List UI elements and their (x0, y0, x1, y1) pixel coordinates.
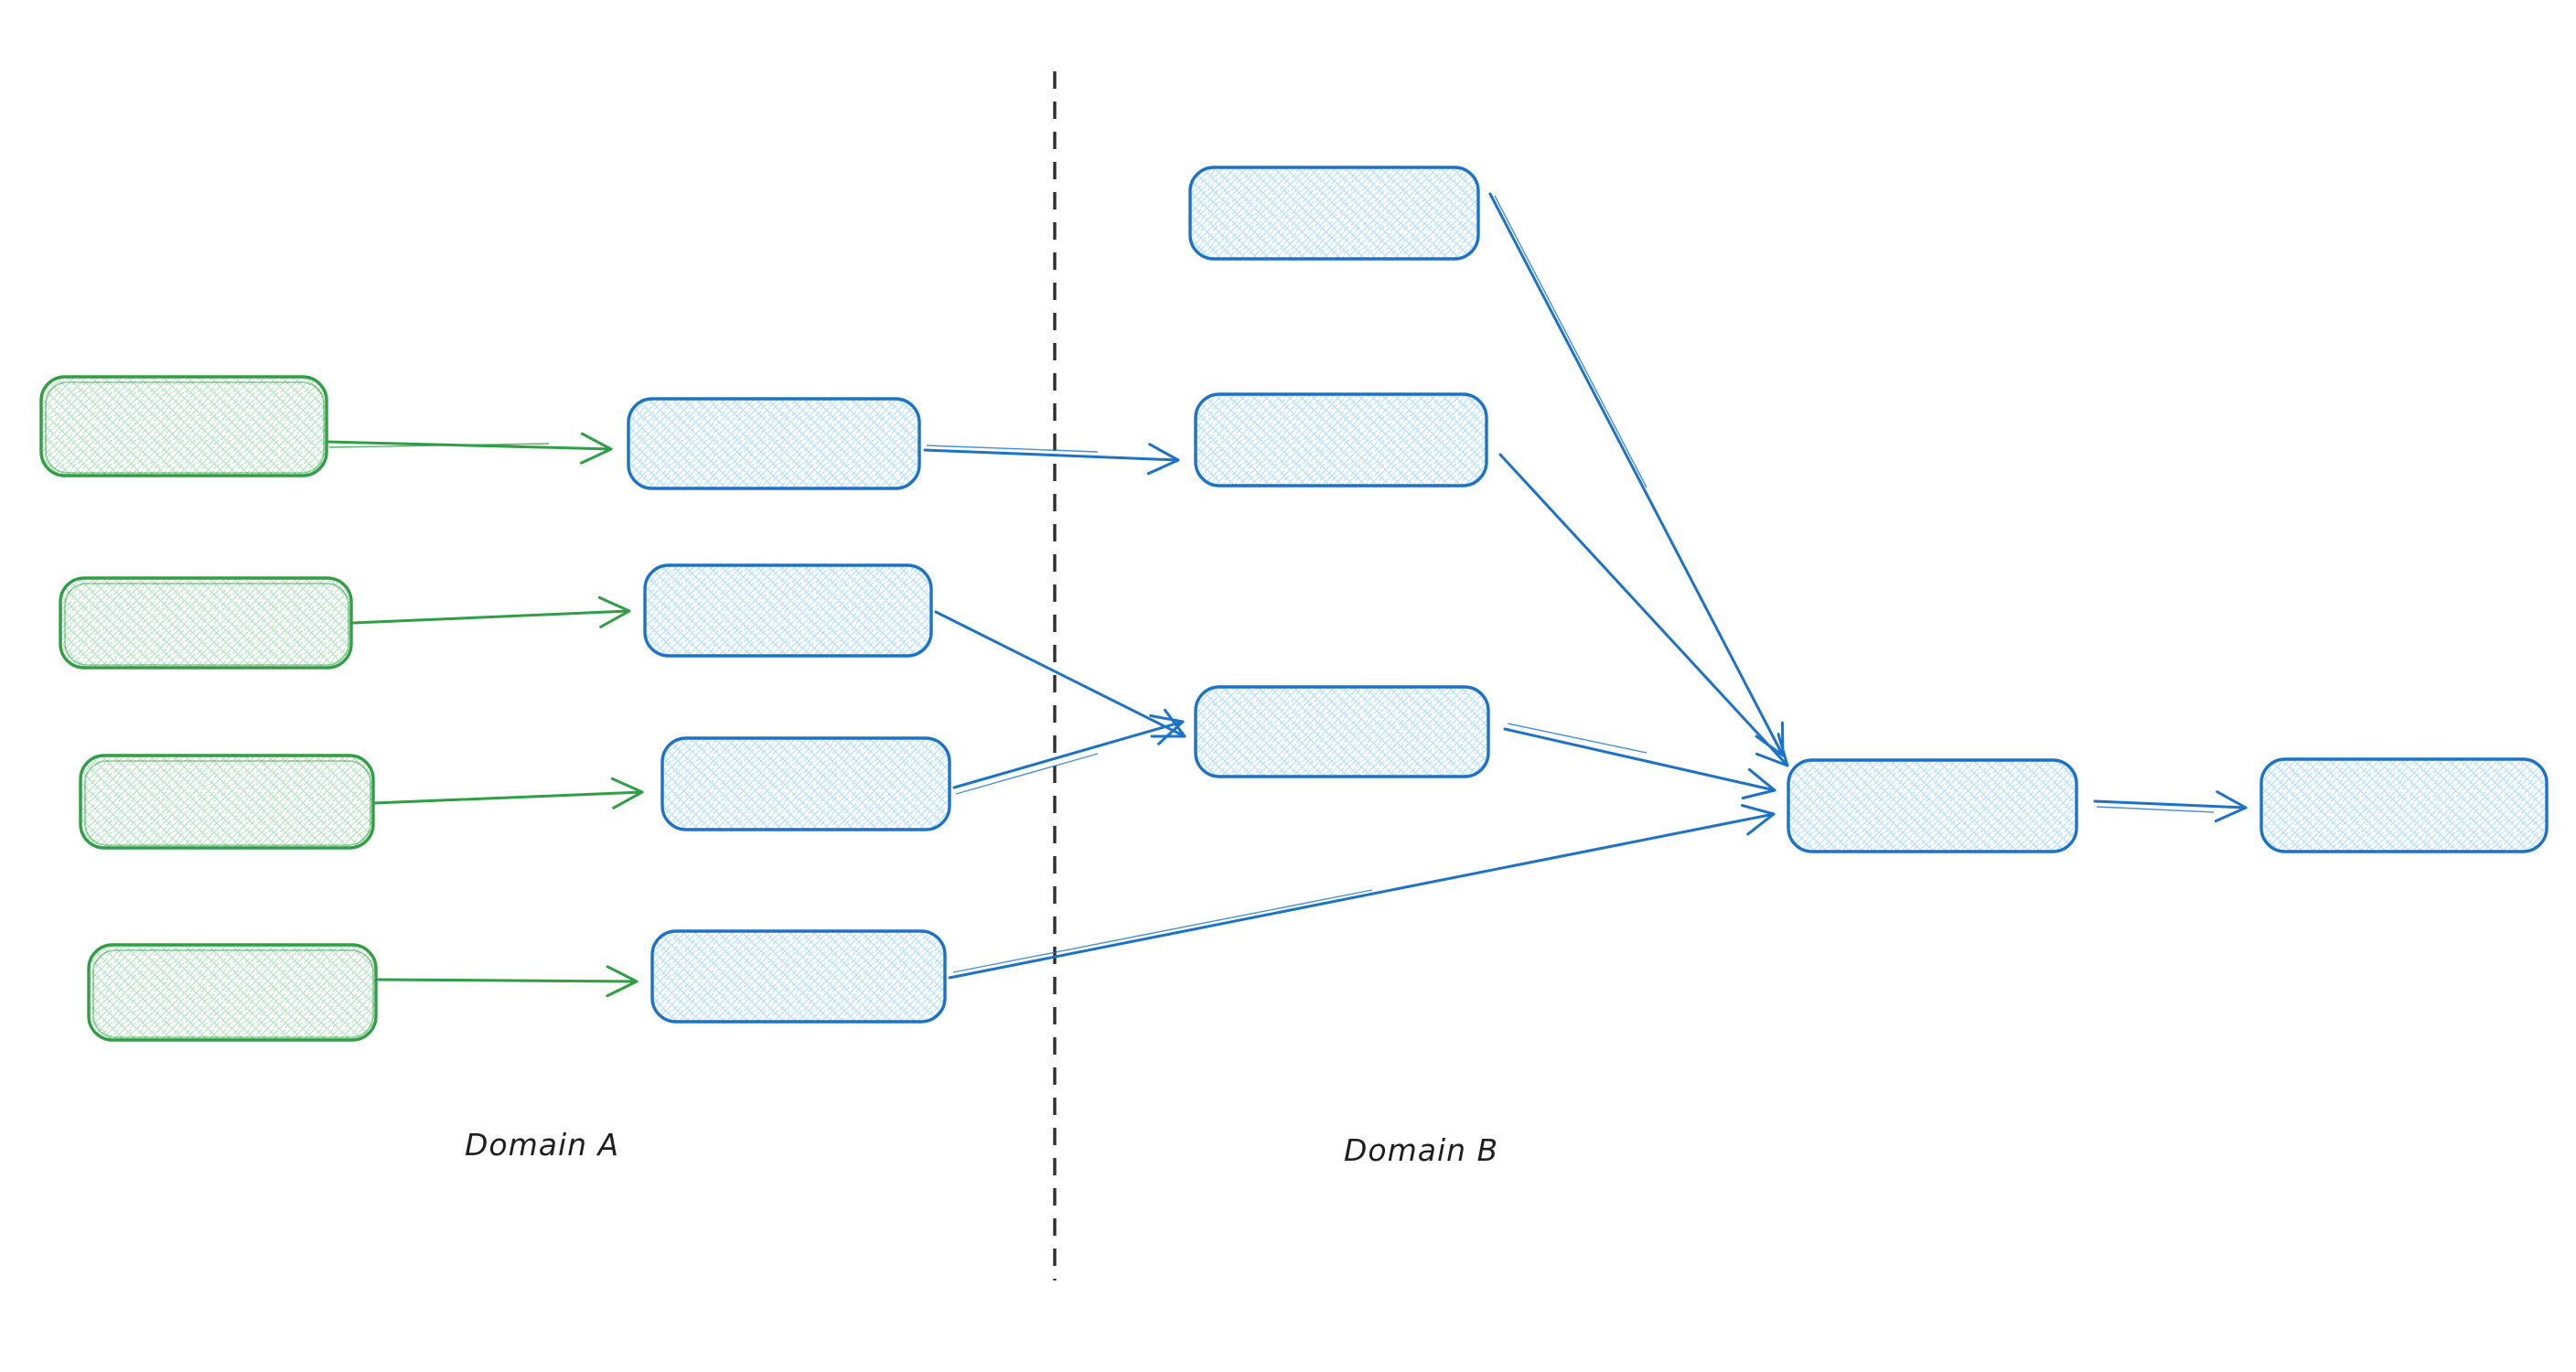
edges-green (326, 432, 644, 998)
edges-blue (923, 192, 2248, 980)
domain-a-label[interactable]: Domain A (465, 1127, 619, 1163)
node-b-1[interactable] (1188, 166, 1480, 261)
edge-stage1-to-b2[interactable] (923, 443, 1180, 476)
node-a-source-2-sketch-outline (64, 583, 349, 666)
edge-b3-to-aggregator[interactable] (1503, 727, 1776, 800)
edge-b3-to-aggregator-sketch (1507, 723, 1648, 754)
edge-stage1-to-b2-sketch (926, 445, 1099, 453)
node-a-stage-4[interactable] (650, 929, 947, 1024)
node-a-stage-2[interactable] (643, 563, 933, 658)
node-a-stage-1[interactable] (627, 397, 921, 490)
edge-b2-to-aggregator[interactable] (1498, 453, 1789, 767)
node-a-source-4[interactable] (87, 943, 378, 1042)
node-a-source-4-sketch-outline (92, 949, 374, 1038)
edge-aggregator-to-output-sketch (2096, 806, 2215, 813)
edge-source4-to-stage4[interactable] (375, 965, 639, 998)
node-a-stage-3[interactable] (660, 736, 951, 831)
node-a-source-1[interactable] (39, 375, 328, 477)
domain-a-sources (39, 375, 378, 1042)
node-a-source-3[interactable] (79, 754, 375, 850)
domain-b-label[interactable]: Domain B (1344, 1132, 1498, 1168)
edge-stage3-to-b3[interactable] (952, 713, 1185, 789)
domain-a-stages (627, 397, 951, 1024)
domain-b-nodes (1188, 166, 2549, 853)
node-b-2[interactable] (1194, 392, 1488, 488)
edge-source1-to-stage1-sketch (328, 443, 550, 448)
edge-source3-to-stage3[interactable] (372, 777, 644, 809)
edge-b1-to-aggregator[interactable] (1488, 192, 1785, 757)
node-b-3[interactable] (1194, 685, 1490, 778)
edge-stage3-to-b3-sketch (955, 753, 1099, 795)
node-b-output[interactable] (2259, 757, 2549, 853)
node-a-source-1-sketch-outline (45, 381, 325, 474)
edge-stage4-to-aggregator[interactable] (948, 804, 1776, 980)
node-a-source-2[interactable] (59, 576, 353, 670)
edge-stage4-to-aggregator-sketch (952, 889, 1373, 973)
edge-source2-to-stage2[interactable] (351, 595, 631, 628)
edge-b1-to-aggregator-sketch (1494, 195, 1648, 488)
node-b-aggregator[interactable] (1787, 758, 2078, 853)
edge-aggregator-to-output[interactable] (2093, 790, 2248, 823)
edge-stage2-to-b3[interactable] (934, 610, 1186, 738)
node-a-source-3-sketch-outline (84, 760, 371, 846)
